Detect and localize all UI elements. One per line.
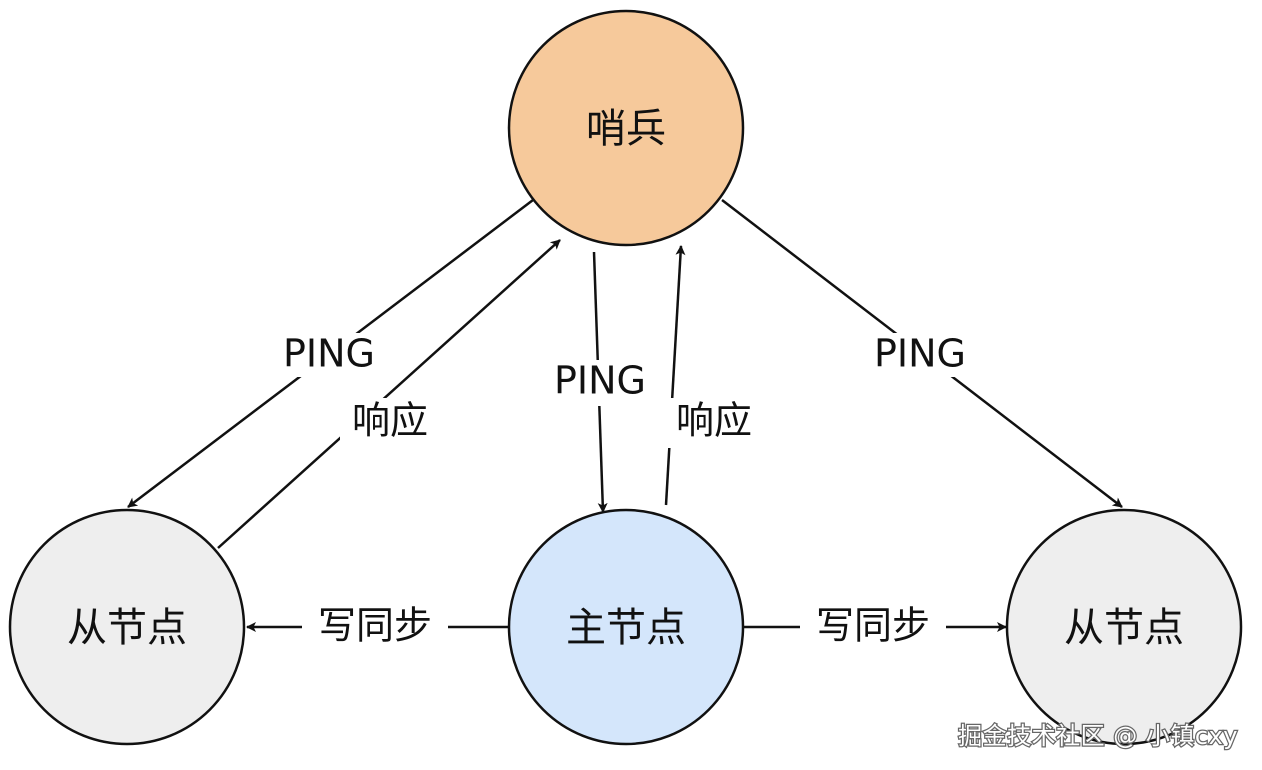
master-node [507, 508, 745, 746]
watermark-text: 掘金技术社区 @ 小镇cxy [958, 722, 1238, 750]
edge-label-ping-right: PING [874, 332, 966, 376]
slave-label-left: 从节点 [67, 605, 187, 651]
edge-reply-master [664, 245, 686, 506]
edge-label-reply-master: 响应 [676, 399, 752, 443]
slave-node-right [1005, 508, 1243, 746]
edge-label-ping-master: PING [554, 359, 646, 403]
edge-label-sync-right: 写同步 [816, 604, 930, 648]
edge-reply-left [217, 239, 561, 549]
edge-label-ping-left: PING [283, 332, 375, 376]
edge-label-reply-left: 响应 [352, 399, 428, 443]
nodes [8, 9, 1243, 746]
sentinel-label: 哨兵 [586, 106, 666, 152]
slave-node-left [8, 508, 246, 746]
slave-label-right: 从节点 [1064, 605, 1184, 651]
edge-label-backgrounds [270, 333, 980, 654]
edge-label-sync-left: 写同步 [318, 604, 432, 648]
sentinel-node [507, 9, 745, 247]
master-label: 主节点 [566, 605, 686, 651]
